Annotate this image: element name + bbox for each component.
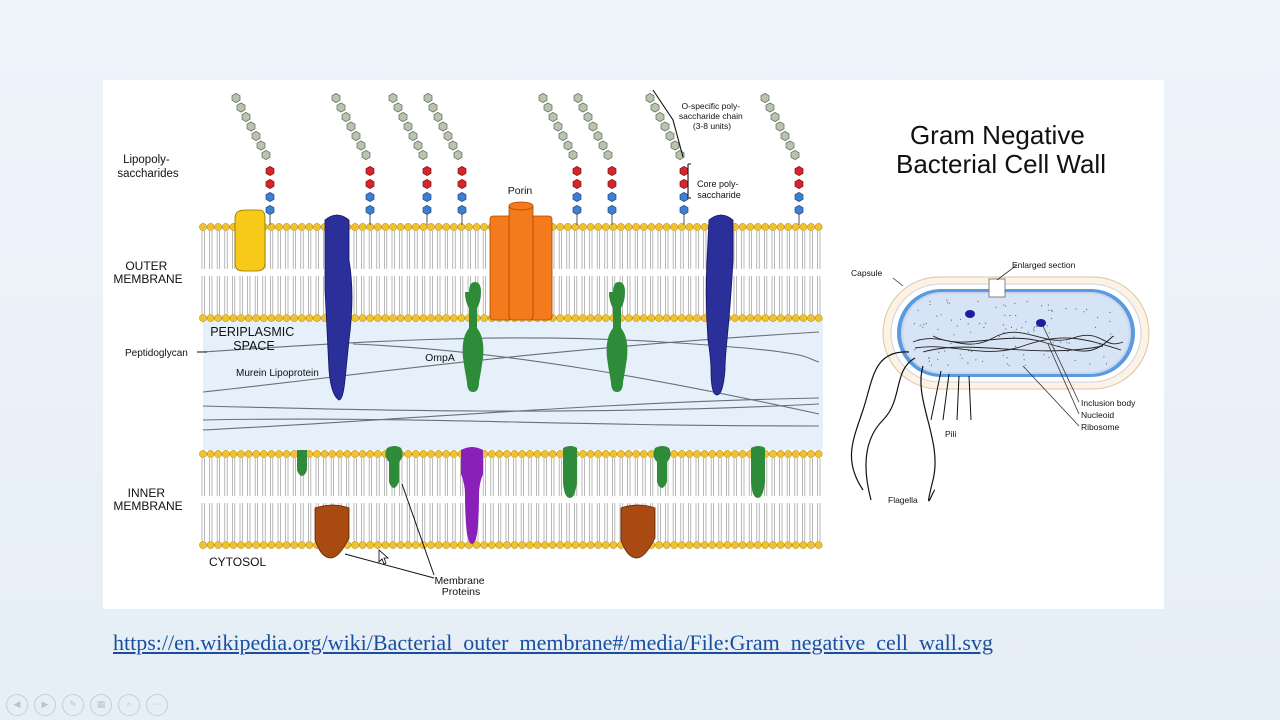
yellow-outer-protein xyxy=(234,209,266,272)
ompa-label: OmpA xyxy=(425,352,455,364)
enlarged-section-label: Enlarged section xyxy=(1012,260,1076,270)
green-inner-protein-4 xyxy=(653,446,671,488)
lps-brackets xyxy=(652,89,691,199)
ribosome-label: Ribosome xyxy=(1081,422,1120,432)
next-slide-icon[interactable]: ▶ xyxy=(34,694,56,716)
flagella-label: Flagella xyxy=(888,495,918,505)
ompa-protein-left xyxy=(462,282,484,392)
bacterium-inset xyxy=(850,264,1150,502)
cell-wall-diagram: Lipopoly- saccharides OUTER MEMBRANE PER… xyxy=(113,89,1150,598)
brown-inner-protein-left xyxy=(314,504,350,559)
pen-icon[interactable]: ✎ xyxy=(62,694,84,716)
purple-inner-protein xyxy=(461,447,483,544)
brown-inner-protein-right xyxy=(620,504,656,559)
membrane-proteins xyxy=(234,201,765,559)
zoom-icon[interactable]: ⌕ xyxy=(118,694,140,716)
o-specific-label: O-specific poly- saccharide chain (3-8 u… xyxy=(679,101,745,131)
murein-lipoprotein-left xyxy=(324,214,353,401)
peptidoglycan-label: Peptidoglycan xyxy=(125,348,188,359)
more-options-icon[interactable]: ⋯ xyxy=(146,694,168,716)
inner-membrane-label: INNER MEMBRANE xyxy=(113,486,182,513)
cytosol-label: CYTOSOL xyxy=(209,555,266,569)
core-polysaccharide-label: Core poly- saccharide xyxy=(697,179,741,200)
figure-panel: Lipopoly- saccharides OUTER MEMBRANE PER… xyxy=(103,80,1164,609)
membrane-proteins-label: Membrane Proteins xyxy=(434,575,487,598)
enlarged-section-box xyxy=(988,278,1006,298)
inner-membrane xyxy=(199,450,823,549)
green-inner-protein-2 xyxy=(385,446,403,488)
periplasmic-space-label: PERIPLASMIC SPACE xyxy=(210,325,298,353)
previous-slide-icon[interactable]: ◀ xyxy=(6,694,28,716)
green-inner-protein-5 xyxy=(751,446,765,498)
green-inner-protein-3 xyxy=(563,446,577,498)
green-inner-protein-1 xyxy=(297,450,307,476)
pili-lines xyxy=(930,370,972,421)
diagram-title: Gram Negative Bacterial Cell Wall xyxy=(896,120,1106,179)
nucleoid-label: Nucleoid xyxy=(1081,410,1114,420)
source-link[interactable]: https://en.wikipedia.org/wiki/Bacterial_… xyxy=(113,630,993,655)
porin-label: Porin xyxy=(508,185,533,197)
murein-lipoprotein-label: Murein Lipoprotein xyxy=(236,368,319,379)
slideshow-controls: ◀ ▶ ✎ ▦ ⌕ ⋯ xyxy=(6,694,168,716)
flagellum-2 xyxy=(865,357,916,501)
mouse-cursor-icon xyxy=(378,549,390,565)
membrane-proteins-pointers xyxy=(344,483,435,579)
capsule-label: Capsule xyxy=(851,268,882,278)
outer-membrane-label: OUTER MEMBRANE xyxy=(113,259,182,286)
flagellum-3 xyxy=(920,365,936,502)
lipopolysaccharide-chains xyxy=(231,92,804,225)
inclusion-body-shape xyxy=(965,310,975,318)
inclusion-body-shape-2 xyxy=(1036,319,1046,327)
murein-lipoprotein-right xyxy=(705,214,734,396)
inclusion-body-label: Inclusion body xyxy=(1081,398,1136,408)
lipopolysaccharides-label: Lipopoly- saccharides xyxy=(117,154,179,180)
flagellum-1 xyxy=(850,351,910,491)
slides-grid-icon[interactable]: ▦ xyxy=(90,694,112,716)
pili-label: Pili xyxy=(945,429,956,439)
ompa-protein-right xyxy=(606,282,628,392)
porin-protein xyxy=(489,201,553,321)
